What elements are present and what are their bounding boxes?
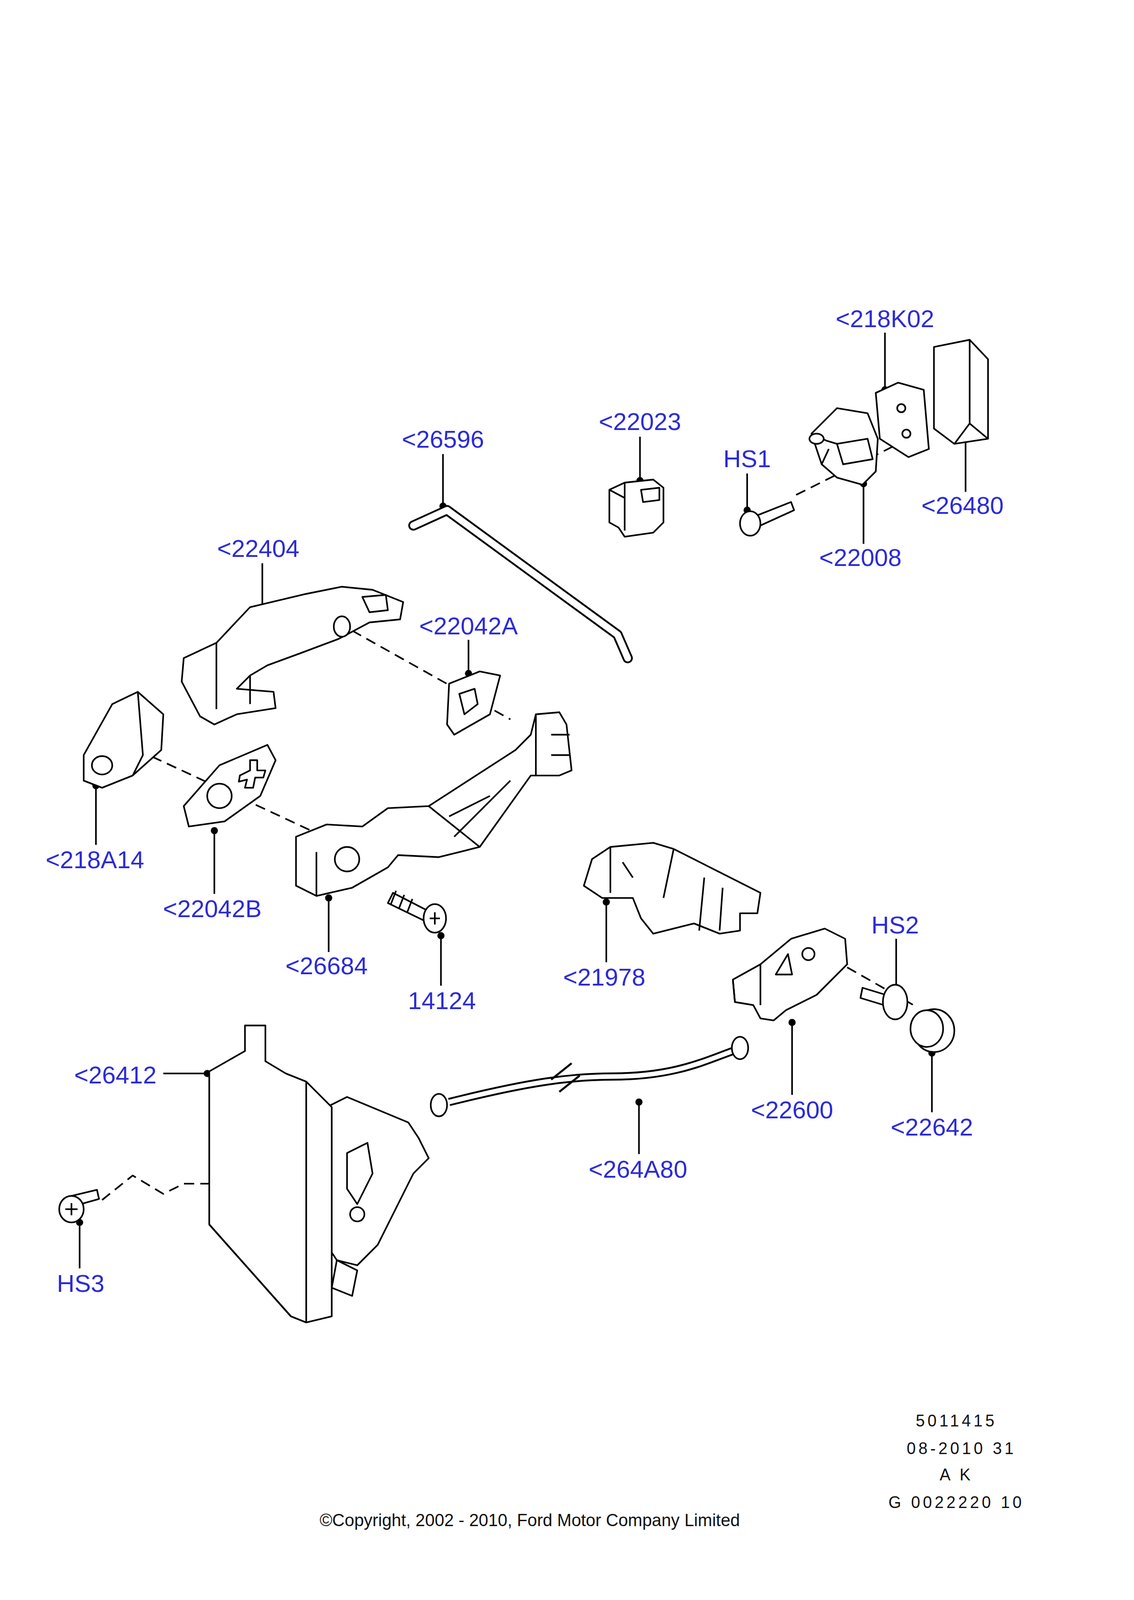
callout-number: <26412	[74, 1062, 157, 1087]
callout-number: <26684	[285, 953, 368, 978]
drawing-code: 5011415	[915, 1412, 997, 1429]
callout-number: <218A14	[45, 847, 145, 872]
copyright-note: ©Copyright, 2002 - 2010, Ford Motor Comp…	[319, 1511, 740, 1529]
callout-number: <22404	[217, 535, 300, 561]
callout-number: HS1	[723, 446, 772, 471]
callout-number: <22042A	[419, 613, 518, 638]
callout-number: <22642	[890, 1114, 974, 1139]
callout-number: <264A80	[588, 1156, 688, 1182]
callout-number: 14124	[407, 988, 476, 1013]
callout-number: HS2	[871, 912, 919, 937]
callout-number: <22008	[819, 545, 902, 570]
callout-number: <26596	[401, 426, 485, 452]
callout-number: <26480	[921, 492, 1004, 518]
callout-number: <22042B	[163, 896, 262, 921]
callout-number: <22600	[750, 1097, 834, 1122]
drawing-code: G 0022220 10	[888, 1494, 1025, 1511]
drawing-code: A K	[939, 1466, 974, 1483]
drawing-code: 08-2010 31	[906, 1440, 1017, 1457]
callout-number: <21978	[563, 964, 646, 990]
callout-number: HS3	[56, 1270, 105, 1296]
callout-number: <218K02	[835, 306, 935, 331]
callout-number: <22023	[598, 409, 682, 434]
